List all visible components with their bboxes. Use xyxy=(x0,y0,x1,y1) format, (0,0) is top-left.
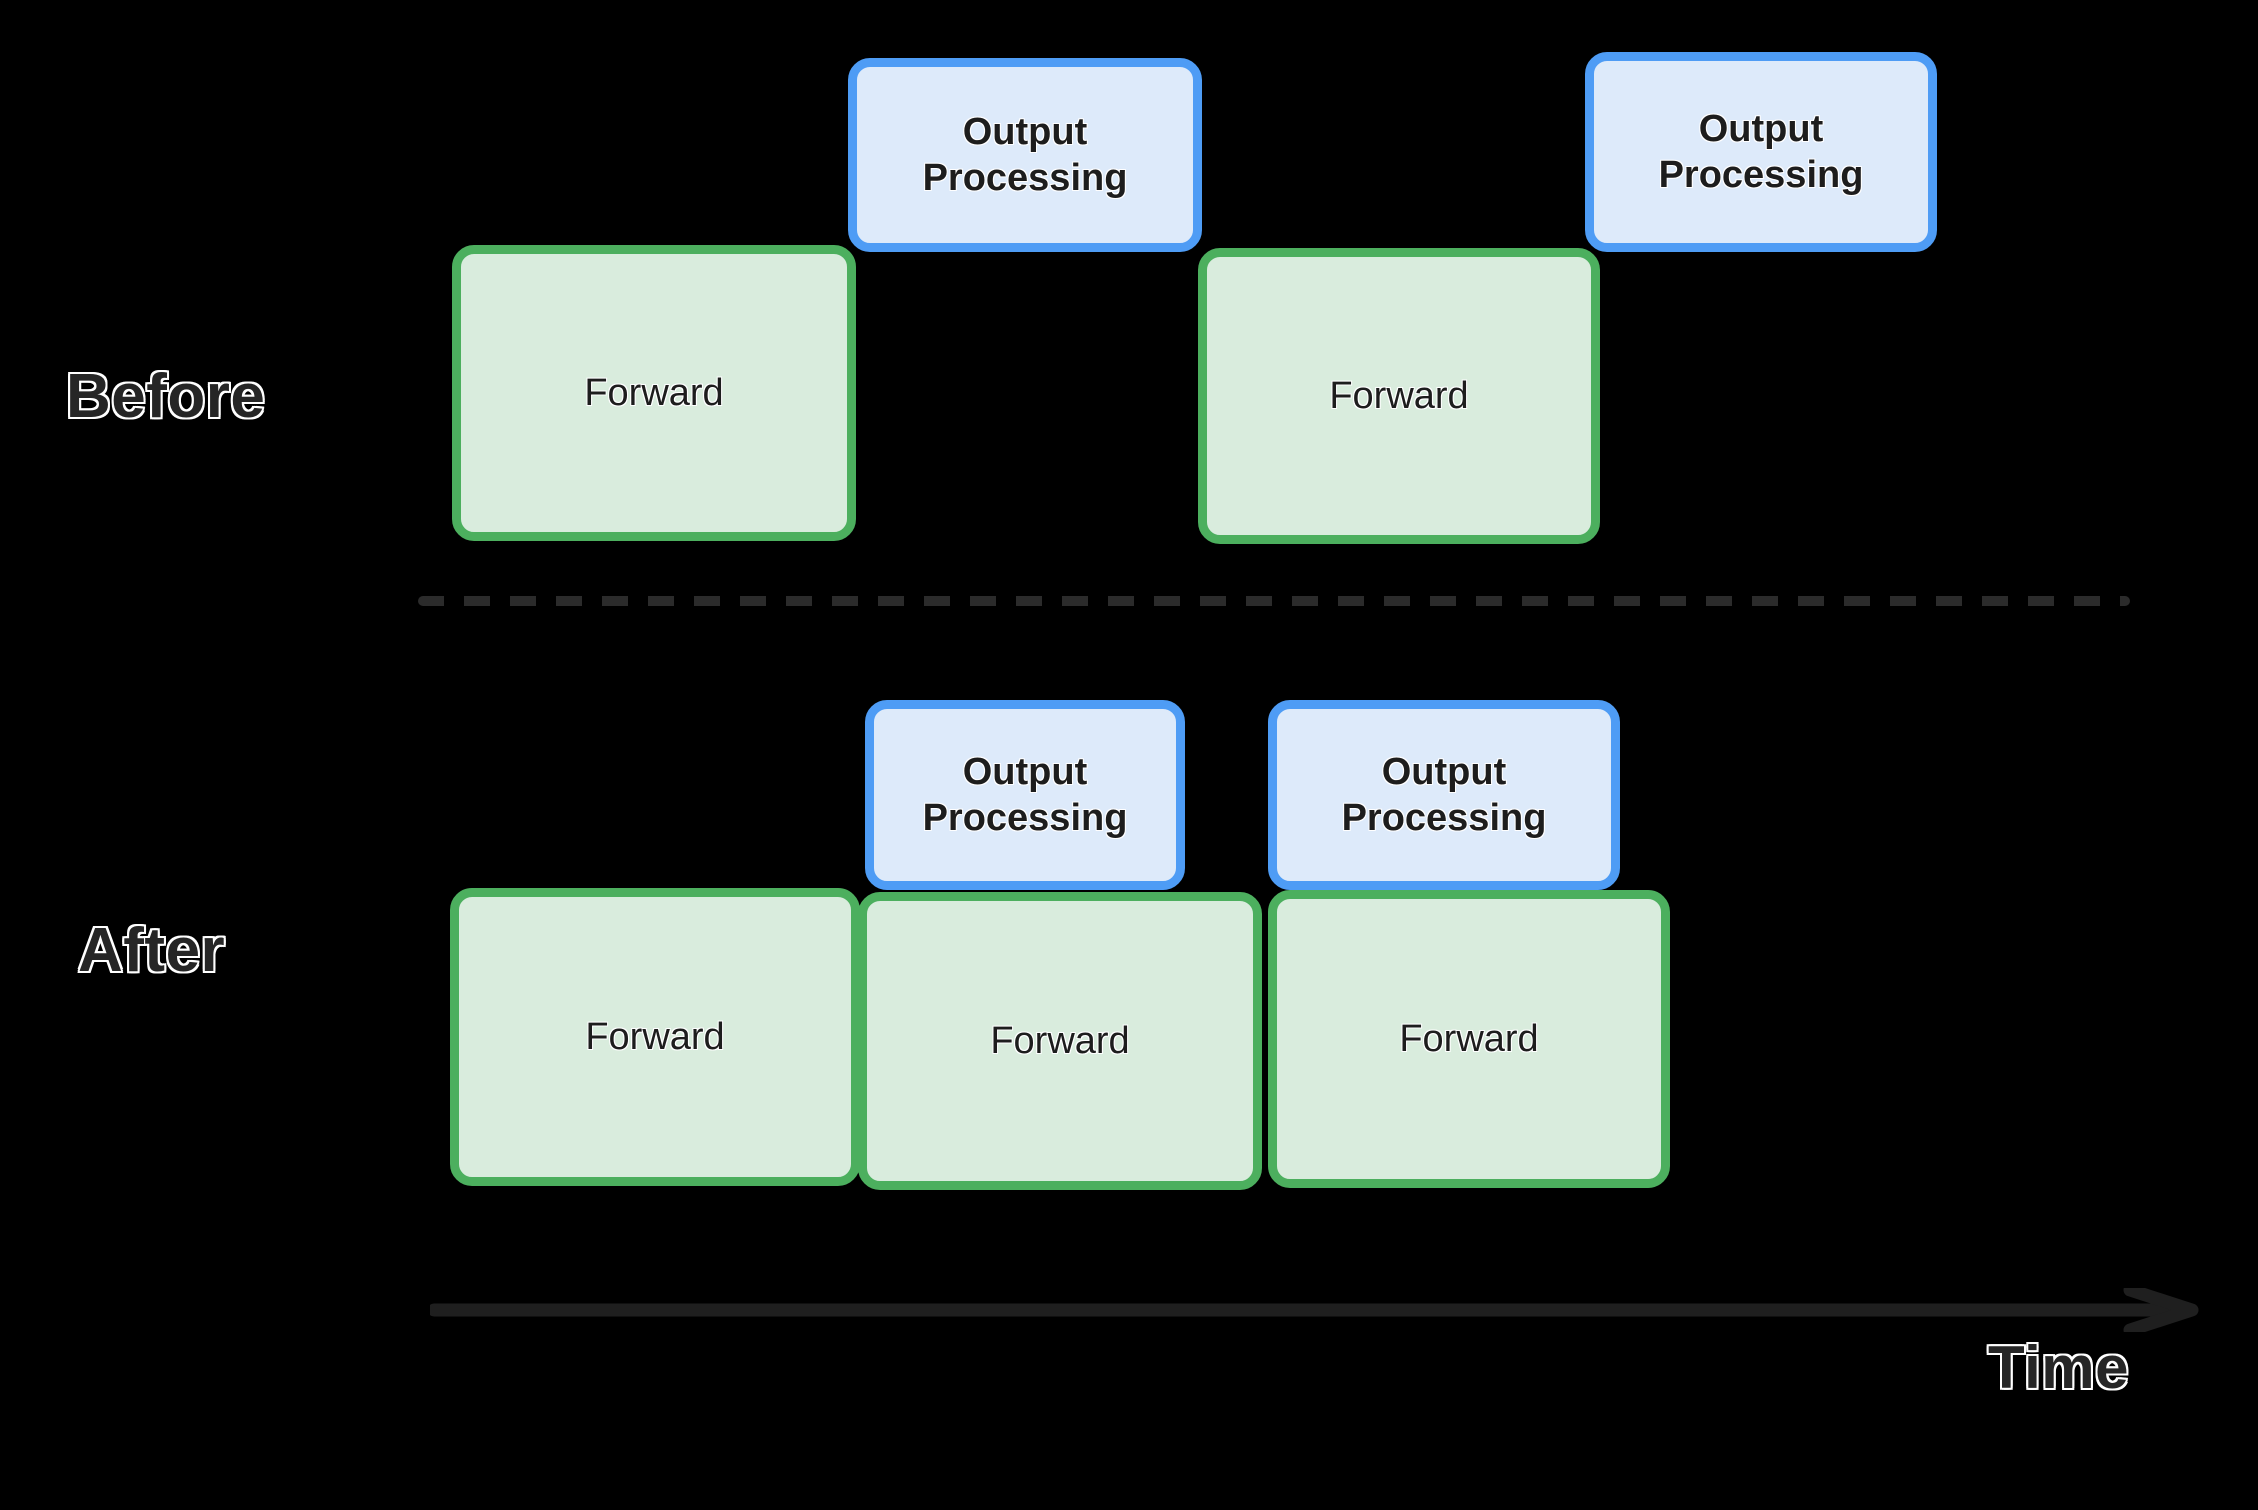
row-label-before: Before xyxy=(64,362,266,431)
block-label-line1: Output xyxy=(1698,107,1824,150)
block-label: Forward xyxy=(584,371,724,414)
block-label: Forward xyxy=(990,1019,1130,1062)
block-label-line2: Processing xyxy=(922,797,1128,839)
before-forward-block-2: Forward xyxy=(1198,248,1600,544)
block-label: Forward xyxy=(1399,1017,1539,1060)
time-axis-label: Time xyxy=(1987,1334,2130,1401)
row-label-after: After xyxy=(76,916,226,985)
block-label-line1: Output xyxy=(962,750,1088,793)
block-label: Output Processing xyxy=(923,749,1128,842)
block-label-line1: Output xyxy=(962,110,1088,153)
block-label: Forward xyxy=(585,1015,725,1058)
block-label-line2: Processing xyxy=(1341,797,1547,839)
before-forward-block-1: Forward xyxy=(452,245,856,541)
after-forward-block-3: Forward xyxy=(1268,890,1670,1188)
time-axis xyxy=(430,1288,2210,1332)
after-output-processing-block-2: Output Processing xyxy=(1268,700,1620,890)
block-label: Output Processing xyxy=(1659,106,1864,199)
block-label: Output Processing xyxy=(1342,749,1547,842)
after-forward-block-1: Forward xyxy=(450,888,860,1186)
dashed-line xyxy=(418,596,2130,606)
block-label-line2: Processing xyxy=(922,157,1128,199)
block-label: Forward xyxy=(1329,374,1469,417)
block-label: Output Processing xyxy=(923,109,1128,202)
before-output-processing-block-1: Output Processing xyxy=(848,58,1202,252)
section-divider xyxy=(418,596,2130,606)
time-arrow-icon xyxy=(430,1288,2199,1332)
after-output-processing-block-1: Output Processing xyxy=(865,700,1185,890)
after-forward-block-2: Forward xyxy=(858,892,1262,1190)
block-label-line1: Output xyxy=(1381,750,1507,793)
before-output-processing-block-2: Output Processing xyxy=(1585,52,1937,252)
block-label-line2: Processing xyxy=(1658,154,1864,196)
